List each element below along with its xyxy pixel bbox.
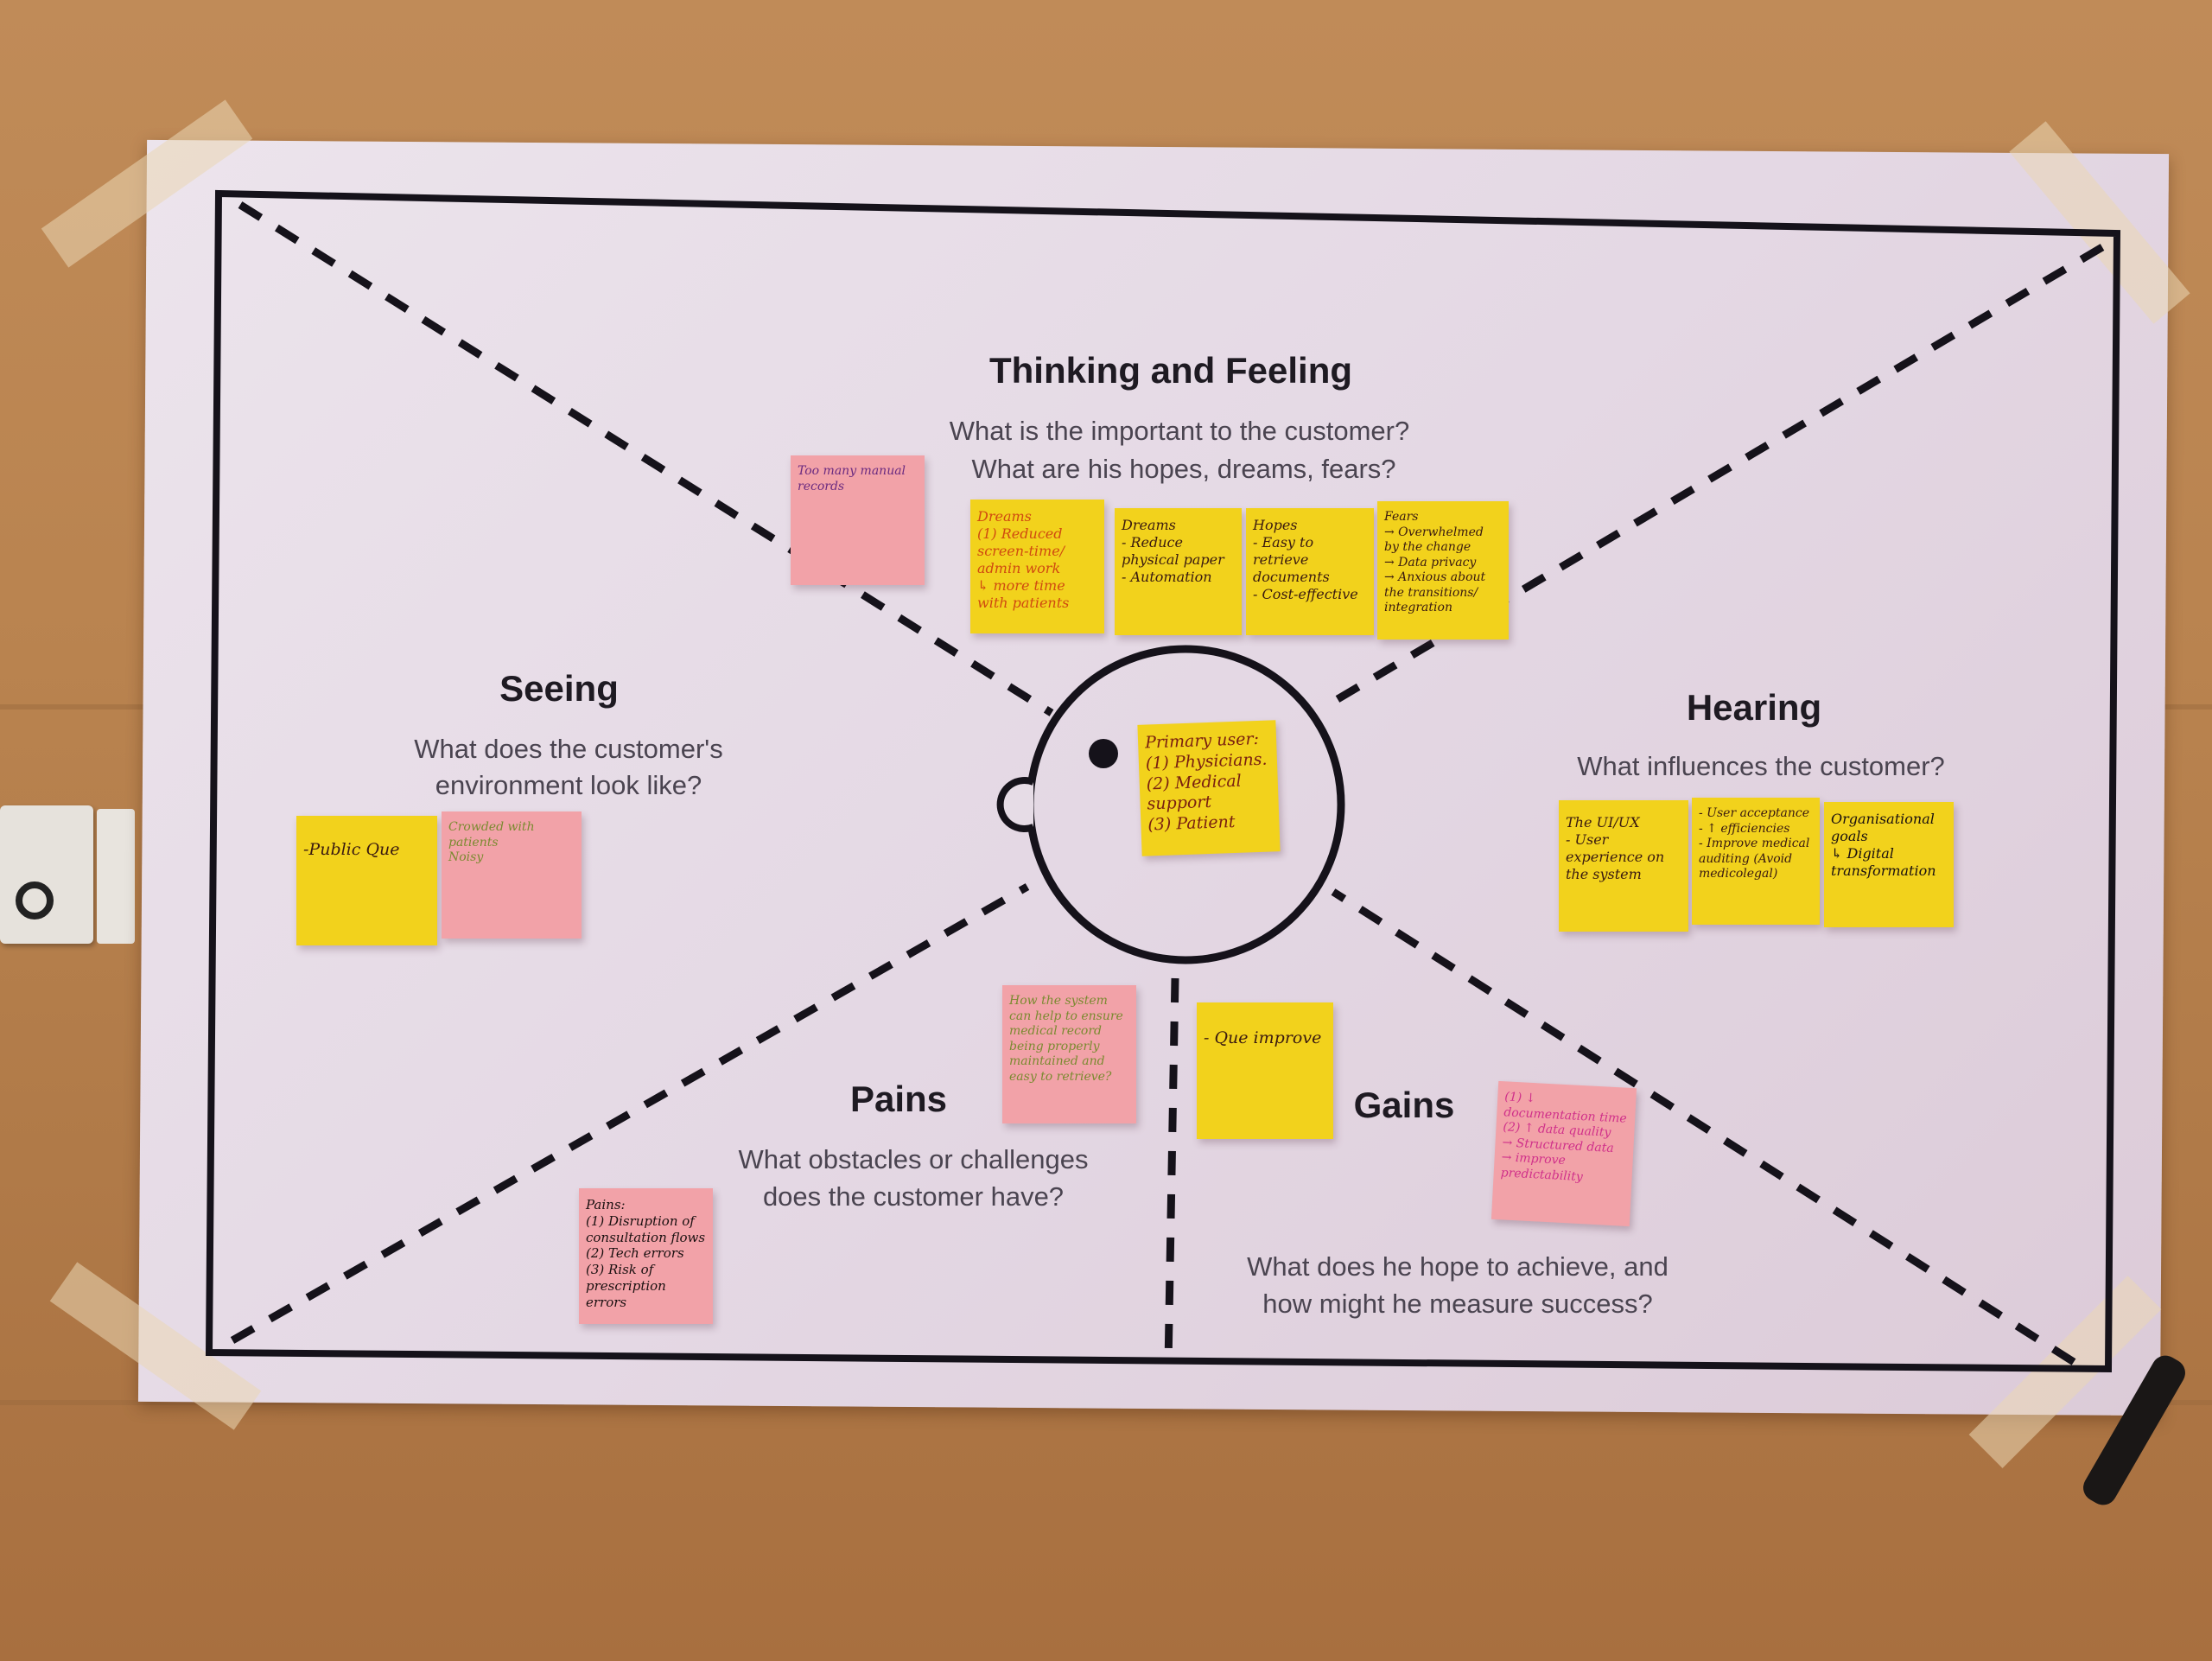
eye-icon bbox=[1089, 739, 1118, 768]
gains-title: Gains bbox=[1353, 1085, 1455, 1125]
hearing-question: What influences the customer? bbox=[1577, 751, 1945, 781]
sticky-note-pains-list: Pains: (1) Disruption of consultation fl… bbox=[579, 1188, 713, 1324]
sticky-note-dreams-1: Dreams (1) Reduced screen-time/ admin wo… bbox=[970, 500, 1104, 633]
thinking-question-2: What are his hopes, dreams, fears? bbox=[971, 454, 1396, 484]
wall-switch-plate bbox=[97, 809, 135, 944]
pains-title: Pains bbox=[849, 1079, 948, 1119]
sticky-note-ui-ux: The UI/UX - User experience on the syste… bbox=[1559, 800, 1688, 932]
sticky-note-organisational-goals: Organisational goals ↳ Digital transform… bbox=[1824, 802, 1954, 927]
divider-bottom-right bbox=[1331, 888, 2076, 1365]
gains-question-2: how might he measure success? bbox=[1262, 1289, 1653, 1319]
ear-icon bbox=[996, 777, 1035, 832]
switch-knob bbox=[16, 881, 54, 920]
sticky-note-fears: Fears → Overwhelmed by the change → Data… bbox=[1377, 501, 1509, 640]
divider-bottom-center bbox=[1164, 977, 1179, 1367]
sticky-note-dreams-2: Dreams - Reduce physical paper - Automat… bbox=[1115, 508, 1242, 635]
sticky-note-user-acceptance: - User acceptance - ↑ efficiencies - Imp… bbox=[1692, 798, 1820, 925]
sticky-note-system-help: How the system can help to ensure medica… bbox=[1002, 985, 1136, 1123]
sticky-note-crowded: Crowded with patients Noisy bbox=[442, 811, 582, 939]
divider-bottom-left bbox=[230, 883, 1030, 1344]
sticky-note-gains: (1) ↓ documentation time (2) ↑ data qual… bbox=[1491, 1080, 1637, 1227]
thinking-title: Thinking and Feeling bbox=[989, 350, 1352, 391]
frame-border bbox=[205, 189, 2121, 1373]
sticky-note-public-queue: -Public Que bbox=[296, 816, 437, 945]
pains-question-2: does the customer have? bbox=[762, 1181, 1065, 1212]
seeing-question-1: What does the customer's bbox=[414, 734, 723, 764]
sticky-note-hopes: Hopes - Easy to retrieve documents - Cos… bbox=[1246, 508, 1374, 635]
seeing-question-2: environment look like? bbox=[435, 770, 702, 800]
sticky-note-queue-improve: - Que improve bbox=[1197, 1002, 1333, 1139]
hearing-title: Hearing bbox=[1686, 687, 1822, 728]
gains-question-1: What does he hope to achieve, and bbox=[1247, 1251, 1669, 1282]
seeing-title: Seeing bbox=[499, 668, 619, 709]
sticky-note-manual-records: Too many manual records bbox=[791, 455, 925, 585]
wall-switch bbox=[0, 805, 93, 944]
divider-top-left bbox=[238, 201, 1054, 716]
thinking-question-1: What is the important to the customer? bbox=[949, 416, 1410, 446]
sticky-note-primary-user: Primary user: (1) Physicians. (2) Medica… bbox=[1137, 720, 1281, 856]
pains-question-1: What obstacles or challenges bbox=[738, 1144, 1089, 1174]
